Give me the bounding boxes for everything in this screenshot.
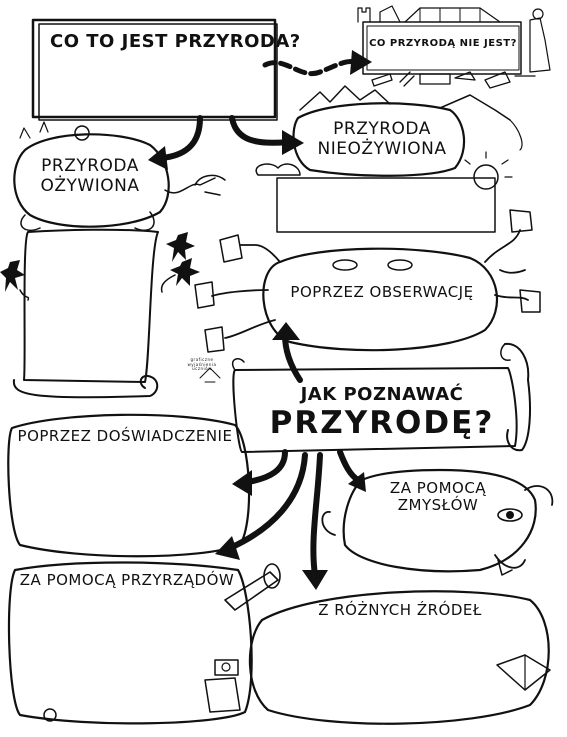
arrow-to-living <box>159 115 203 161</box>
arrow-to-experiment <box>245 449 288 485</box>
how-title-line2: PRZYRODĘ? <box>269 404 495 441</box>
how-title-line1: JAK POZNAWAĆ <box>300 384 464 405</box>
tools-illustration <box>371 71 536 89</box>
senses-line2: ZMYSŁÓW <box>397 496 479 515</box>
nonliving-line2: NIEOŻYWIONA <box>317 138 447 159</box>
not-nature-question: CO PRZYRODĄ NIE JEST? <box>369 38 517 49</box>
observation-blob <box>194 209 541 353</box>
signature: graficzne wyjaśnienia uczniów <box>187 357 217 372</box>
living-scroll <box>12 228 159 399</box>
arrow-to-nonliving <box>229 115 291 146</box>
how-title: JAK POZNAWAĆ PRZYRODĘ? <box>262 384 502 441</box>
main-question: CO TO JEST PRZYRODA? <box>50 31 301 52</box>
signature-doodle <box>199 367 221 383</box>
senses-label: ZA POMOCĄ ZMYSŁÓW <box>378 479 498 515</box>
arrow-to-senses <box>337 449 361 483</box>
arrow-to-sources <box>310 452 323 578</box>
instruments-blob <box>7 561 281 725</box>
living-line1: PRZYRODA <box>41 156 139 176</box>
senses-head <box>321 468 554 576</box>
nonliving-label: PRZYRODA NIEOŻYWIONA <box>312 119 452 159</box>
central-scroll <box>231 342 531 453</box>
experiment-label: POPRZEZ DOŚWIADCZENIE <box>17 427 233 445</box>
instruments-label: ZA POMOCĄ PRZYRZĄDÓW <box>19 571 235 589</box>
living-line2: OŻYWIONA <box>40 175 140 196</box>
senses-line1: ZA POMOCĄ <box>389 479 487 497</box>
living-blob <box>13 121 226 232</box>
arrow-to-instruments <box>227 452 308 551</box>
observation-label: POPRZEZ OBSERWACJĘ <box>290 283 474 301</box>
sources-blob <box>204 590 551 725</box>
main-question-box <box>31 18 278 121</box>
tree-silhouettes <box>0 232 200 292</box>
dashed-arrow <box>262 59 361 77</box>
living-label: PRZYRODA OŻYWIONA <box>35 156 145 196</box>
nonliving-blob <box>255 85 523 233</box>
nonliving-line1: PRZYRODA <box>333 119 431 139</box>
sources-label: Z RÓŻNYCH ŹRÓDEŁ <box>318 601 482 619</box>
